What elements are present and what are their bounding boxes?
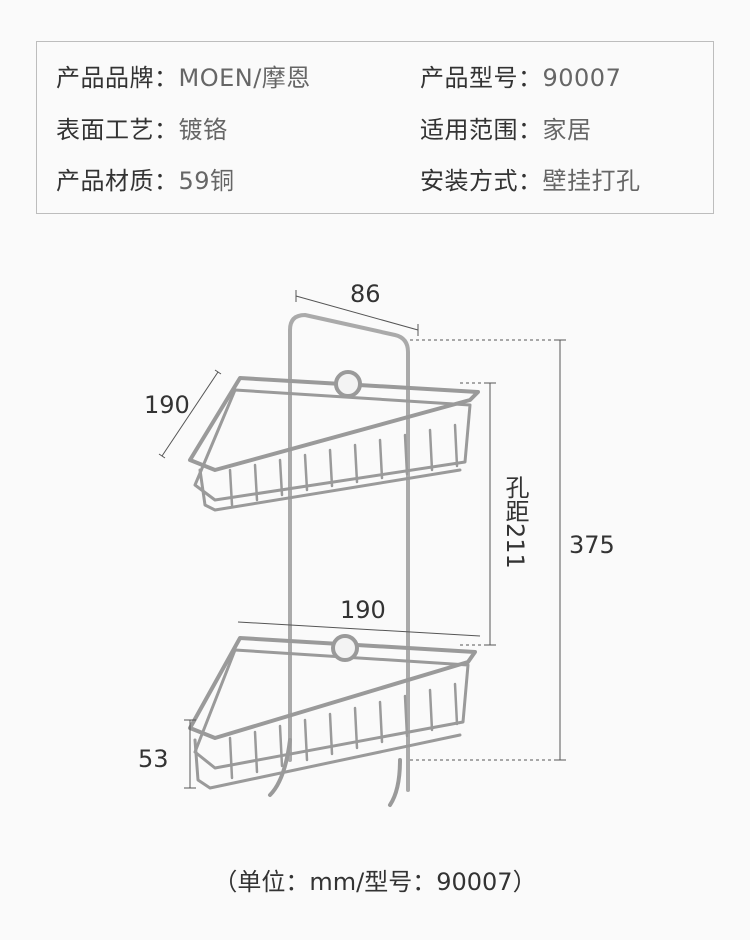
spec-table <box>36 41 714 214</box>
spec-material: 产品材质：59铜 <box>56 167 235 195</box>
spec-scope: 适用范围：家居 <box>420 116 592 144</box>
spec-model: 产品型号：90007 <box>420 64 622 92</box>
caption: （单位：mm/型号：90007） <box>213 868 537 896</box>
dim-side-top: 190 <box>144 391 190 419</box>
spec-install: 安装方式：壁挂打孔 <box>420 167 641 195</box>
spec-finish: 表面工艺：镀铬 <box>56 116 228 144</box>
dim-front-bottom: 190 <box>340 596 386 624</box>
dim-basket-height: 53 <box>138 745 169 773</box>
dim-depth-top: 86 <box>350 280 381 308</box>
spec-brand: 产品品牌：MOEN/摩恩 <box>56 64 311 92</box>
dim-height: 375 <box>569 531 615 559</box>
dim-hole-distance: 孔距211 <box>501 475 529 569</box>
